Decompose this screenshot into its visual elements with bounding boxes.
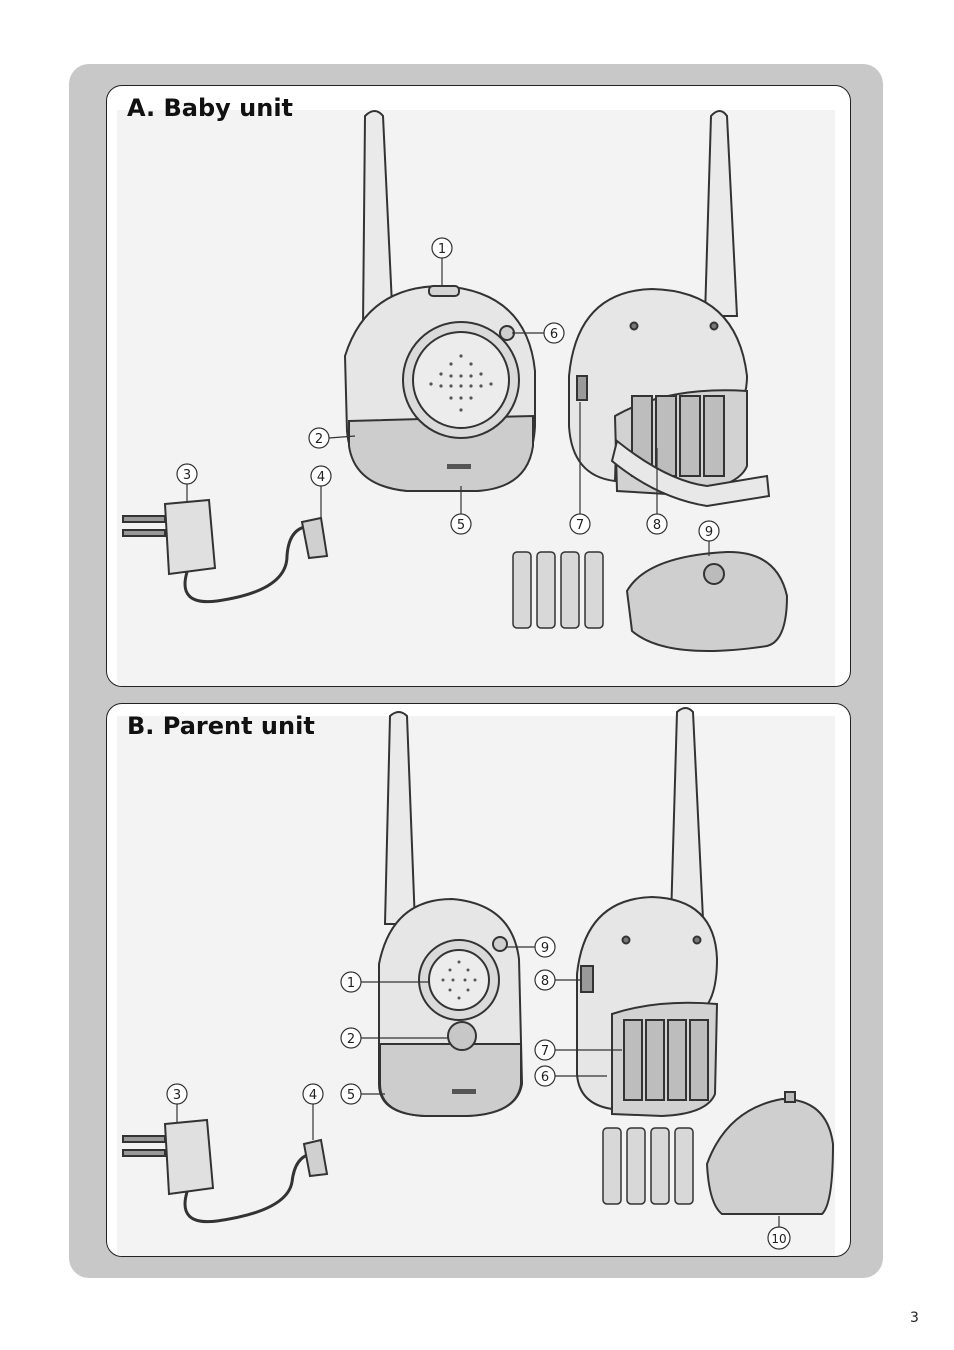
svg-text:8: 8: [541, 974, 549, 989]
baby-unit-front: [343, 110, 536, 492]
svg-text:9: 9: [541, 941, 549, 956]
svg-text:3: 3: [173, 1088, 181, 1103]
svg-text:5: 5: [457, 518, 465, 533]
battery-cover-a: [625, 550, 789, 652]
svg-text:10: 10: [771, 1232, 786, 1246]
callouts-b: 1 2 3 4 5 6 7 8 9: [166, 936, 791, 1250]
callout-b-8: [534, 969, 556, 991]
callout-a-2: [308, 427, 330, 449]
callout-b-4: [302, 1083, 324, 1105]
speaker-grille-parent: [441, 960, 477, 1000]
batteries-a: [512, 551, 604, 629]
svg-text:2: 2: [315, 432, 323, 447]
callout-a-1: [431, 237, 453, 259]
callout-a-7: [569, 513, 591, 535]
callout-b-6: [534, 1065, 556, 1087]
power-adapter-a: [122, 498, 329, 604]
svg-text:5: 5: [347, 1088, 355, 1103]
callout-a-9: [698, 520, 720, 542]
battery-cover-b: [705, 1091, 835, 1215]
callout-b-5: [340, 1083, 362, 1105]
parent-unit-panel: 1 2 3 4 5 6 7 8 9: [106, 703, 851, 1257]
callout-b-2: [340, 1027, 362, 1049]
parent-unit-back: [576, 707, 719, 1118]
svg-text:6: 6: [550, 327, 558, 342]
svg-text:6: 6: [541, 1070, 549, 1085]
callout-b-3: [166, 1083, 188, 1105]
parent-unit-front: [378, 711, 524, 1117]
svg-text:2: 2: [347, 1032, 355, 1047]
callout-b-10: [767, 1226, 791, 1250]
power-adapter-b: [122, 1118, 329, 1224]
callout-a-8: [646, 513, 668, 535]
baby-unit-illustration: 1 2 3 4 5 6 7 8 9: [117, 110, 835, 686]
callout-a-6: [543, 322, 565, 344]
section-title-parent-unit: B. Parent unit: [127, 712, 315, 740]
callout-b-7: [534, 1039, 556, 1061]
section-title-baby-unit: A. Baby unit: [127, 94, 294, 122]
svg-text:4: 4: [317, 470, 325, 485]
svg-text:9: 9: [705, 525, 713, 540]
svg-text:1: 1: [347, 976, 355, 991]
svg-text:3: 3: [183, 468, 191, 483]
baby-unit-panel: 1 2 3 4 5 6 7 8 9 A. B: [106, 85, 851, 687]
callout-b-9: [534, 936, 556, 958]
svg-text:7: 7: [576, 518, 584, 533]
callout-a-5: [450, 513, 472, 535]
callout-b-1: [340, 971, 362, 993]
svg-text:1: 1: [438, 242, 446, 257]
baby-unit-back: [568, 110, 771, 508]
callout-a-3: [176, 463, 198, 485]
callout-a-4: [310, 465, 332, 487]
page-number: 3: [910, 1310, 919, 1326]
svg-text:8: 8: [653, 518, 661, 533]
svg-text:7: 7: [541, 1044, 549, 1059]
parent-unit-illustration: 1 2 3 4 5 6 7 8 9: [117, 707, 835, 1256]
speaker-grille: [429, 354, 493, 412]
callouts-a: 1 2 3 4 5 6 7 8 9: [176, 237, 720, 556]
svg-text:4: 4: [309, 1088, 317, 1103]
batteries-b: [602, 1127, 694, 1205]
